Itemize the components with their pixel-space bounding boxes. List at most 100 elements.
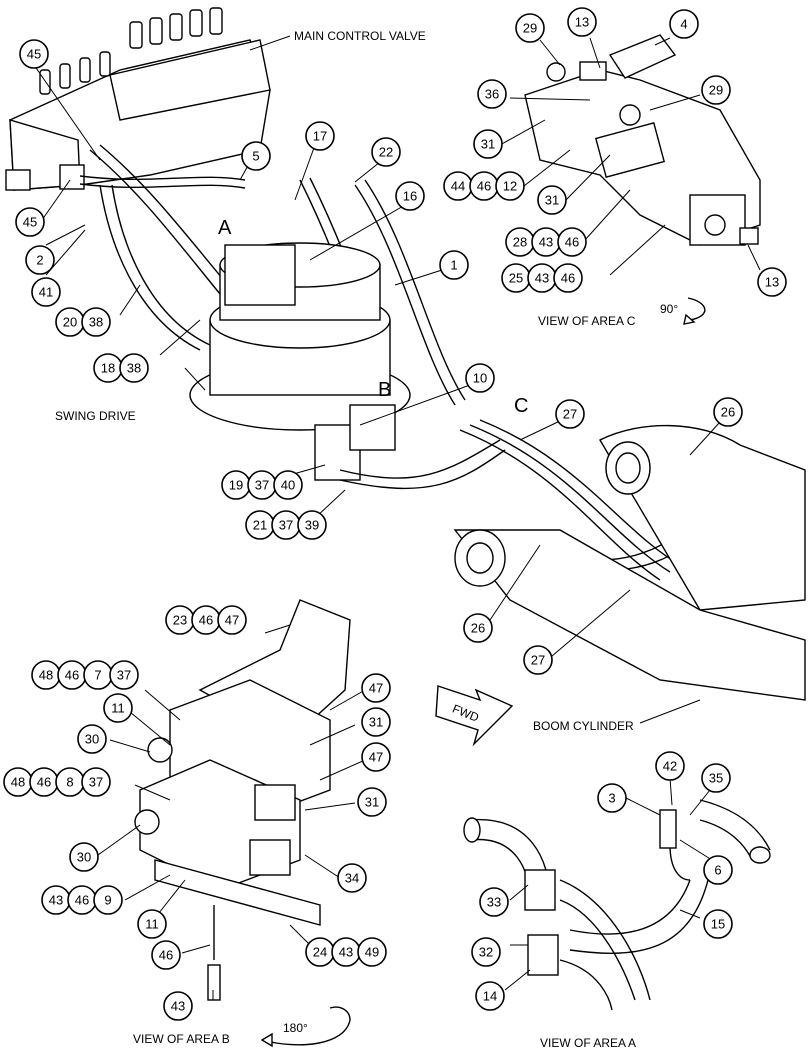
callout-bubble (19, 39, 49, 69)
callout-number: 30 (77, 850, 91, 865)
callout-c4: 4 (669, 9, 699, 39)
callout-number: 35 (709, 771, 723, 786)
callout-number: 33 (487, 895, 501, 910)
callout-bubble (465, 363, 495, 393)
callout-bubble (701, 75, 731, 105)
callout-c27b: 27 (523, 645, 553, 675)
callout-number: 46 (75, 893, 89, 908)
callout-number: 43 (49, 893, 63, 908)
callout-bubble (523, 645, 553, 675)
label-view-area-c: VIEW OF AREA C (538, 314, 636, 328)
boom-cylinder: BOOM CYLINDER (453, 424, 806, 733)
callout-number: 27 (563, 407, 577, 422)
callout-bubble (757, 267, 787, 297)
callout-c31a: 31 (361, 707, 391, 737)
callout-bubble (371, 137, 401, 167)
area-a-marker: A (218, 217, 232, 239)
callout-number: 43 (171, 999, 185, 1014)
callout-c22: 22 (371, 137, 401, 167)
callout-c11a: 11 (103, 693, 133, 723)
callout-number: 21 (253, 518, 267, 533)
callout-bubble (555, 399, 585, 429)
callout-number: 37 (89, 775, 103, 790)
callout-bubble (103, 693, 133, 723)
callout-number: 48 (11, 775, 25, 790)
view-area-b: VIEW OF AREA B 180° (133, 599, 351, 1048)
callout-number: 29 (523, 21, 537, 36)
callout-number: 38 (127, 361, 141, 376)
callout-bubble (537, 185, 567, 215)
callout-c29a: 29 (515, 13, 545, 43)
callout-bubble (361, 673, 391, 703)
rotation-90: 90° (660, 302, 678, 316)
area-b-block: B (314, 379, 396, 481)
callout-number: 45 (27, 47, 41, 62)
callout-c46: 46 (151, 940, 181, 970)
area-b-marker: B (378, 379, 391, 401)
label-main-control-valve: MAIN CONTROL VALVE (294, 29, 426, 43)
callout-number: 25 (509, 271, 523, 286)
callout-c31d: 31 (537, 185, 567, 215)
callout-bubble (703, 909, 733, 939)
callout-c10: 10 (465, 363, 495, 393)
callout-bubble (15, 207, 45, 237)
callout-number: 11 (111, 701, 125, 716)
callout-c2: 2 (25, 245, 55, 275)
callout-number: 31 (545, 193, 559, 208)
callout-number: 43 (535, 271, 549, 286)
callout-c41: 41 (31, 277, 61, 307)
callout-number: 22 (379, 145, 393, 160)
callout-c1: 1 (439, 250, 469, 280)
callout-bubble (669, 9, 699, 39)
callout-bubble (477, 79, 507, 109)
callout-bubble (479, 887, 509, 917)
callout-number: 47 (225, 613, 239, 628)
callout-c30b: 30 (69, 842, 99, 872)
callout-number: 48 (39, 668, 53, 683)
fwd-arrow: FWD (435, 685, 514, 747)
callout-number: 43 (539, 235, 553, 250)
callout-c35: 35 (701, 763, 731, 793)
callout-bubble (93, 885, 123, 915)
callout-bubble (361, 742, 391, 772)
callout-c13b: 13 (757, 267, 787, 297)
callout-number: 18 (101, 361, 115, 376)
callout-bubble (151, 940, 181, 970)
callout-bubble (337, 863, 367, 893)
callout-number: 13 (575, 15, 589, 30)
callout-bubble (515, 13, 545, 43)
callout-c47b: 47 (361, 742, 391, 772)
callout-number: 47 (369, 750, 383, 765)
callout-bubble (273, 470, 303, 500)
callout-number: 20 (63, 315, 77, 330)
callout-bubble (439, 250, 469, 280)
view-area-c: VIEW OF AREA C 90° (524, 34, 761, 328)
callout-number: 46 (65, 668, 79, 683)
callout-bubble (557, 227, 587, 257)
callout-number: 29 (709, 83, 723, 98)
callout-number: 9 (104, 893, 111, 908)
callout-bubble (137, 909, 167, 939)
callout-number: 43 (339, 945, 353, 960)
callout-number: 31 (365, 795, 379, 810)
callout-number: 46 (199, 613, 213, 628)
callout-c30a: 30 (77, 724, 107, 754)
callout-number: 36 (485, 87, 499, 102)
callout-bubble (109, 660, 139, 690)
callout-number: 39 (305, 518, 319, 533)
callout-bubble (655, 751, 685, 781)
view-area-a: VIEW OF AREA A (463, 799, 771, 1050)
callout-bubble (567, 7, 597, 37)
callout-number: 26 (721, 405, 735, 420)
callout-c32: 32 (471, 937, 501, 967)
callout-bubble (81, 767, 111, 797)
callout-c42: 42 (655, 751, 685, 781)
callout-c34: 34 (337, 863, 367, 893)
